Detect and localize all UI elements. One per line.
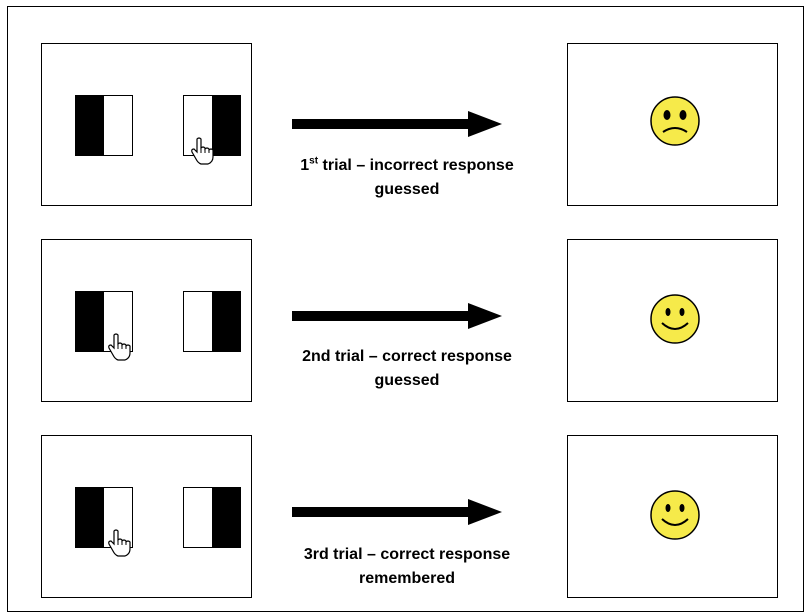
trial-2-caption: 2nd trial – correct response guessed [262,345,552,393]
right-stimulus-card [183,487,241,548]
feedback-screen-trial-2 [567,239,778,402]
trial-1-caption: 1st trial – incorrect response guessed [262,154,552,202]
trial-3-caption-line1: 3rd trial – correct response [303,546,511,563]
smiley-face-icon [650,490,700,540]
stimulus-screen-trial-2 [41,239,252,402]
feedback-screen-trial-1 [567,43,778,206]
stimulus-screen-trial-3 [41,435,252,598]
feedback-screen-trial-3 [567,435,778,598]
trial-1-caption-line1: 1st trial – incorrect response [300,155,514,174]
arrow-icon [292,499,502,525]
arrow-icon [292,303,502,329]
trial-2-caption-line1: 2nd trial – correct response [302,348,512,365]
smiley-face-icon [650,294,700,344]
sad-face-icon [650,96,700,146]
right-stimulus-card [183,291,241,352]
hand-cursor-icon [108,333,131,361]
trial-2-caption-line2: guessed [374,372,440,389]
trial-3-caption: 3rd trial – correct response remembered [262,543,552,591]
right-stimulus-card [183,95,241,156]
hand-cursor-icon [191,137,214,165]
stimulus-screen-trial-1 [41,43,252,206]
trial-3-caption-line2: remembered [358,570,456,587]
trial-1-caption-line2: guessed [374,181,440,198]
hand-cursor-icon [108,529,131,557]
left-stimulus-card [75,291,133,352]
left-stimulus-card [75,95,133,156]
left-stimulus-card [75,487,133,548]
arrow-icon [292,111,502,137]
